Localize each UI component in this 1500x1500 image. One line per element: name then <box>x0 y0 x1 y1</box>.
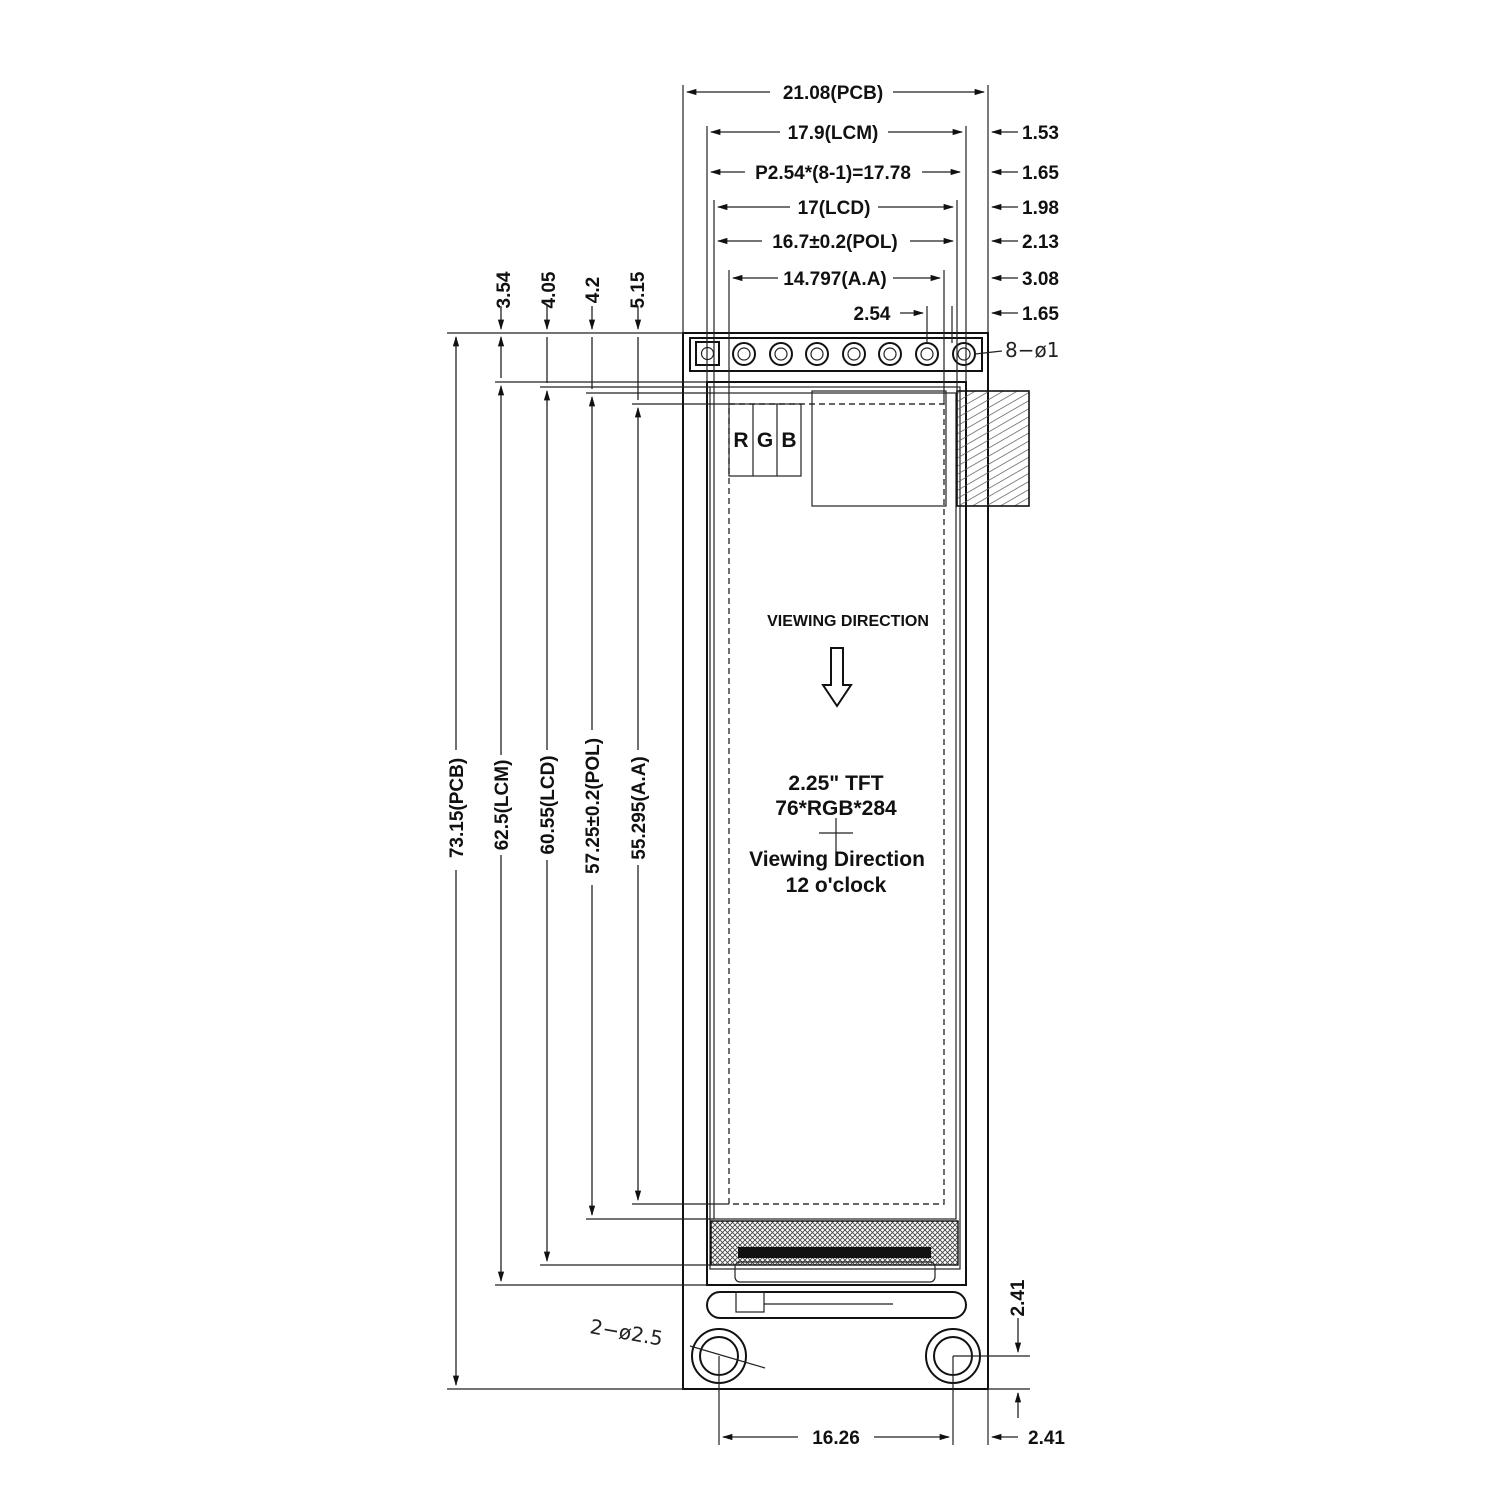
viewing-direction-arrow-icon <box>821 647 853 708</box>
dimension-pin-spacing: 2.54 1.65 <box>854 304 1059 343</box>
offset-label-1: 3.54 <box>494 271 515 308</box>
bottom-right-offset: 2.41 <box>1028 1428 1065 1449</box>
right-offset-1: 1.53 <box>1022 123 1059 144</box>
hole-offset-label: 2.41 <box>1008 1279 1029 1316</box>
pin-7 <box>915 342 939 366</box>
dimension-pin-pitch: P2.54*(8-1)=17.78 1.65 <box>709 163 1059 184</box>
pin-2 <box>732 342 756 366</box>
mount-spacing-label: 16.26 <box>812 1428 860 1449</box>
pcb-height-label: 73.15(PCB) <box>447 758 468 858</box>
dimension-lcd-height: 60.55(LCD) <box>538 306 559 1263</box>
rgb-pixel: R G B <box>728 403 802 477</box>
dimension-aa-width: 14.797(A.A) 3.08 <box>728 269 1059 404</box>
dimension-aa-height: 55.295(A.A) <box>629 306 650 1202</box>
lcm-height-label: 62.5(LCM) <box>492 760 513 851</box>
lcd-height-label: 60.55(LCD) <box>538 755 559 854</box>
mount-hole-callout: 2−ø2.5 <box>588 1314 766 1369</box>
pol-height-label: 57.25±0.2(POL) <box>583 738 604 874</box>
aa-height-label: 55.295(A.A) <box>629 756 650 860</box>
pin-4 <box>805 342 829 366</box>
pixel-label-b: B <box>781 429 796 452</box>
dimension-lcd-width: 17(LCD) 1.98 <box>713 198 1059 393</box>
viewing-clock-label: 12 o'clock <box>786 874 887 897</box>
right-offset-2: 1.65 <box>1022 163 1059 184</box>
center-crosshair-icon <box>819 818 853 852</box>
pin-hole-callout: 8−ø1 <box>974 338 1059 362</box>
pcb-outline <box>682 85 989 1445</box>
right-offset-6: 1.65 <box>1022 304 1059 325</box>
pin-pitch-label: P2.54*(8-1)=17.78 <box>755 163 911 184</box>
display-resolution-label: 76*RGB*284 <box>775 797 897 820</box>
lcd-width-label: 17(LCD) <box>798 198 871 219</box>
dimension-mount-spacing: 16.26 2.41 <box>718 1356 1065 1449</box>
pin-3 <box>769 342 793 366</box>
viewing-direction-label: Viewing Direction <box>749 848 925 871</box>
mount-holes-note: 2−ø2.5 <box>588 1314 665 1350</box>
pcb-width-label: 21.08(PCB) <box>783 83 883 104</box>
pixel-label-g: G <box>757 429 773 452</box>
bottom-chip-area <box>706 1220 967 1319</box>
right-offset-3: 1.98 <box>1022 198 1059 219</box>
dimension-pol-width: 16.7±0.2(POL) 2.13 <box>716 232 1059 253</box>
dimension-lcm-height: 62.5(LCM) <box>492 306 513 1283</box>
pin-holes-note: 8−ø1 <box>1005 338 1059 362</box>
pixel-label-r: R <box>733 429 748 452</box>
offset-label-3: 4.2 <box>583 277 604 303</box>
driver-ic <box>811 390 947 507</box>
display-size-label: 2.25" TFT <box>788 772 883 795</box>
aa-width-label: 14.797(A.A) <box>783 269 887 290</box>
pol-width-label: 16.7±0.2(POL) <box>772 232 898 253</box>
offset-label-2: 4.05 <box>539 271 560 308</box>
lcm-outline <box>706 381 967 1286</box>
offset-label-4: 5.15 <box>628 271 649 308</box>
dimension-pol-height: 57.25±0.2(POL) <box>583 306 604 1217</box>
pin-spacing-label: 2.54 <box>854 304 891 325</box>
right-offset-5: 3.08 <box>1022 269 1059 290</box>
pin-6 <box>878 342 902 366</box>
dimension-hole-offset: 2.41 <box>953 1279 1030 1418</box>
lcm-width-label: 17.9(LCM) <box>788 123 879 144</box>
active-area <box>728 403 945 1205</box>
dimension-pcb-width: 21.08(PCB) <box>685 83 986 104</box>
viewing-direction-heading: VIEWING DIRECTION <box>767 613 929 630</box>
pin-5 <box>842 342 866 366</box>
dimension-pcb-height: 73.15(PCB) <box>447 335 468 1387</box>
pin-8 <box>952 342 976 366</box>
fpc-tab <box>956 390 1030 507</box>
pin-header <box>689 337 983 372</box>
top-offset-labels: 3.54 4.05 4.2 5.15 <box>494 271 649 308</box>
dimension-lcm-width: 17.9(LCM) 1.53 <box>706 123 1059 382</box>
right-offset-4: 2.13 <box>1022 232 1059 253</box>
